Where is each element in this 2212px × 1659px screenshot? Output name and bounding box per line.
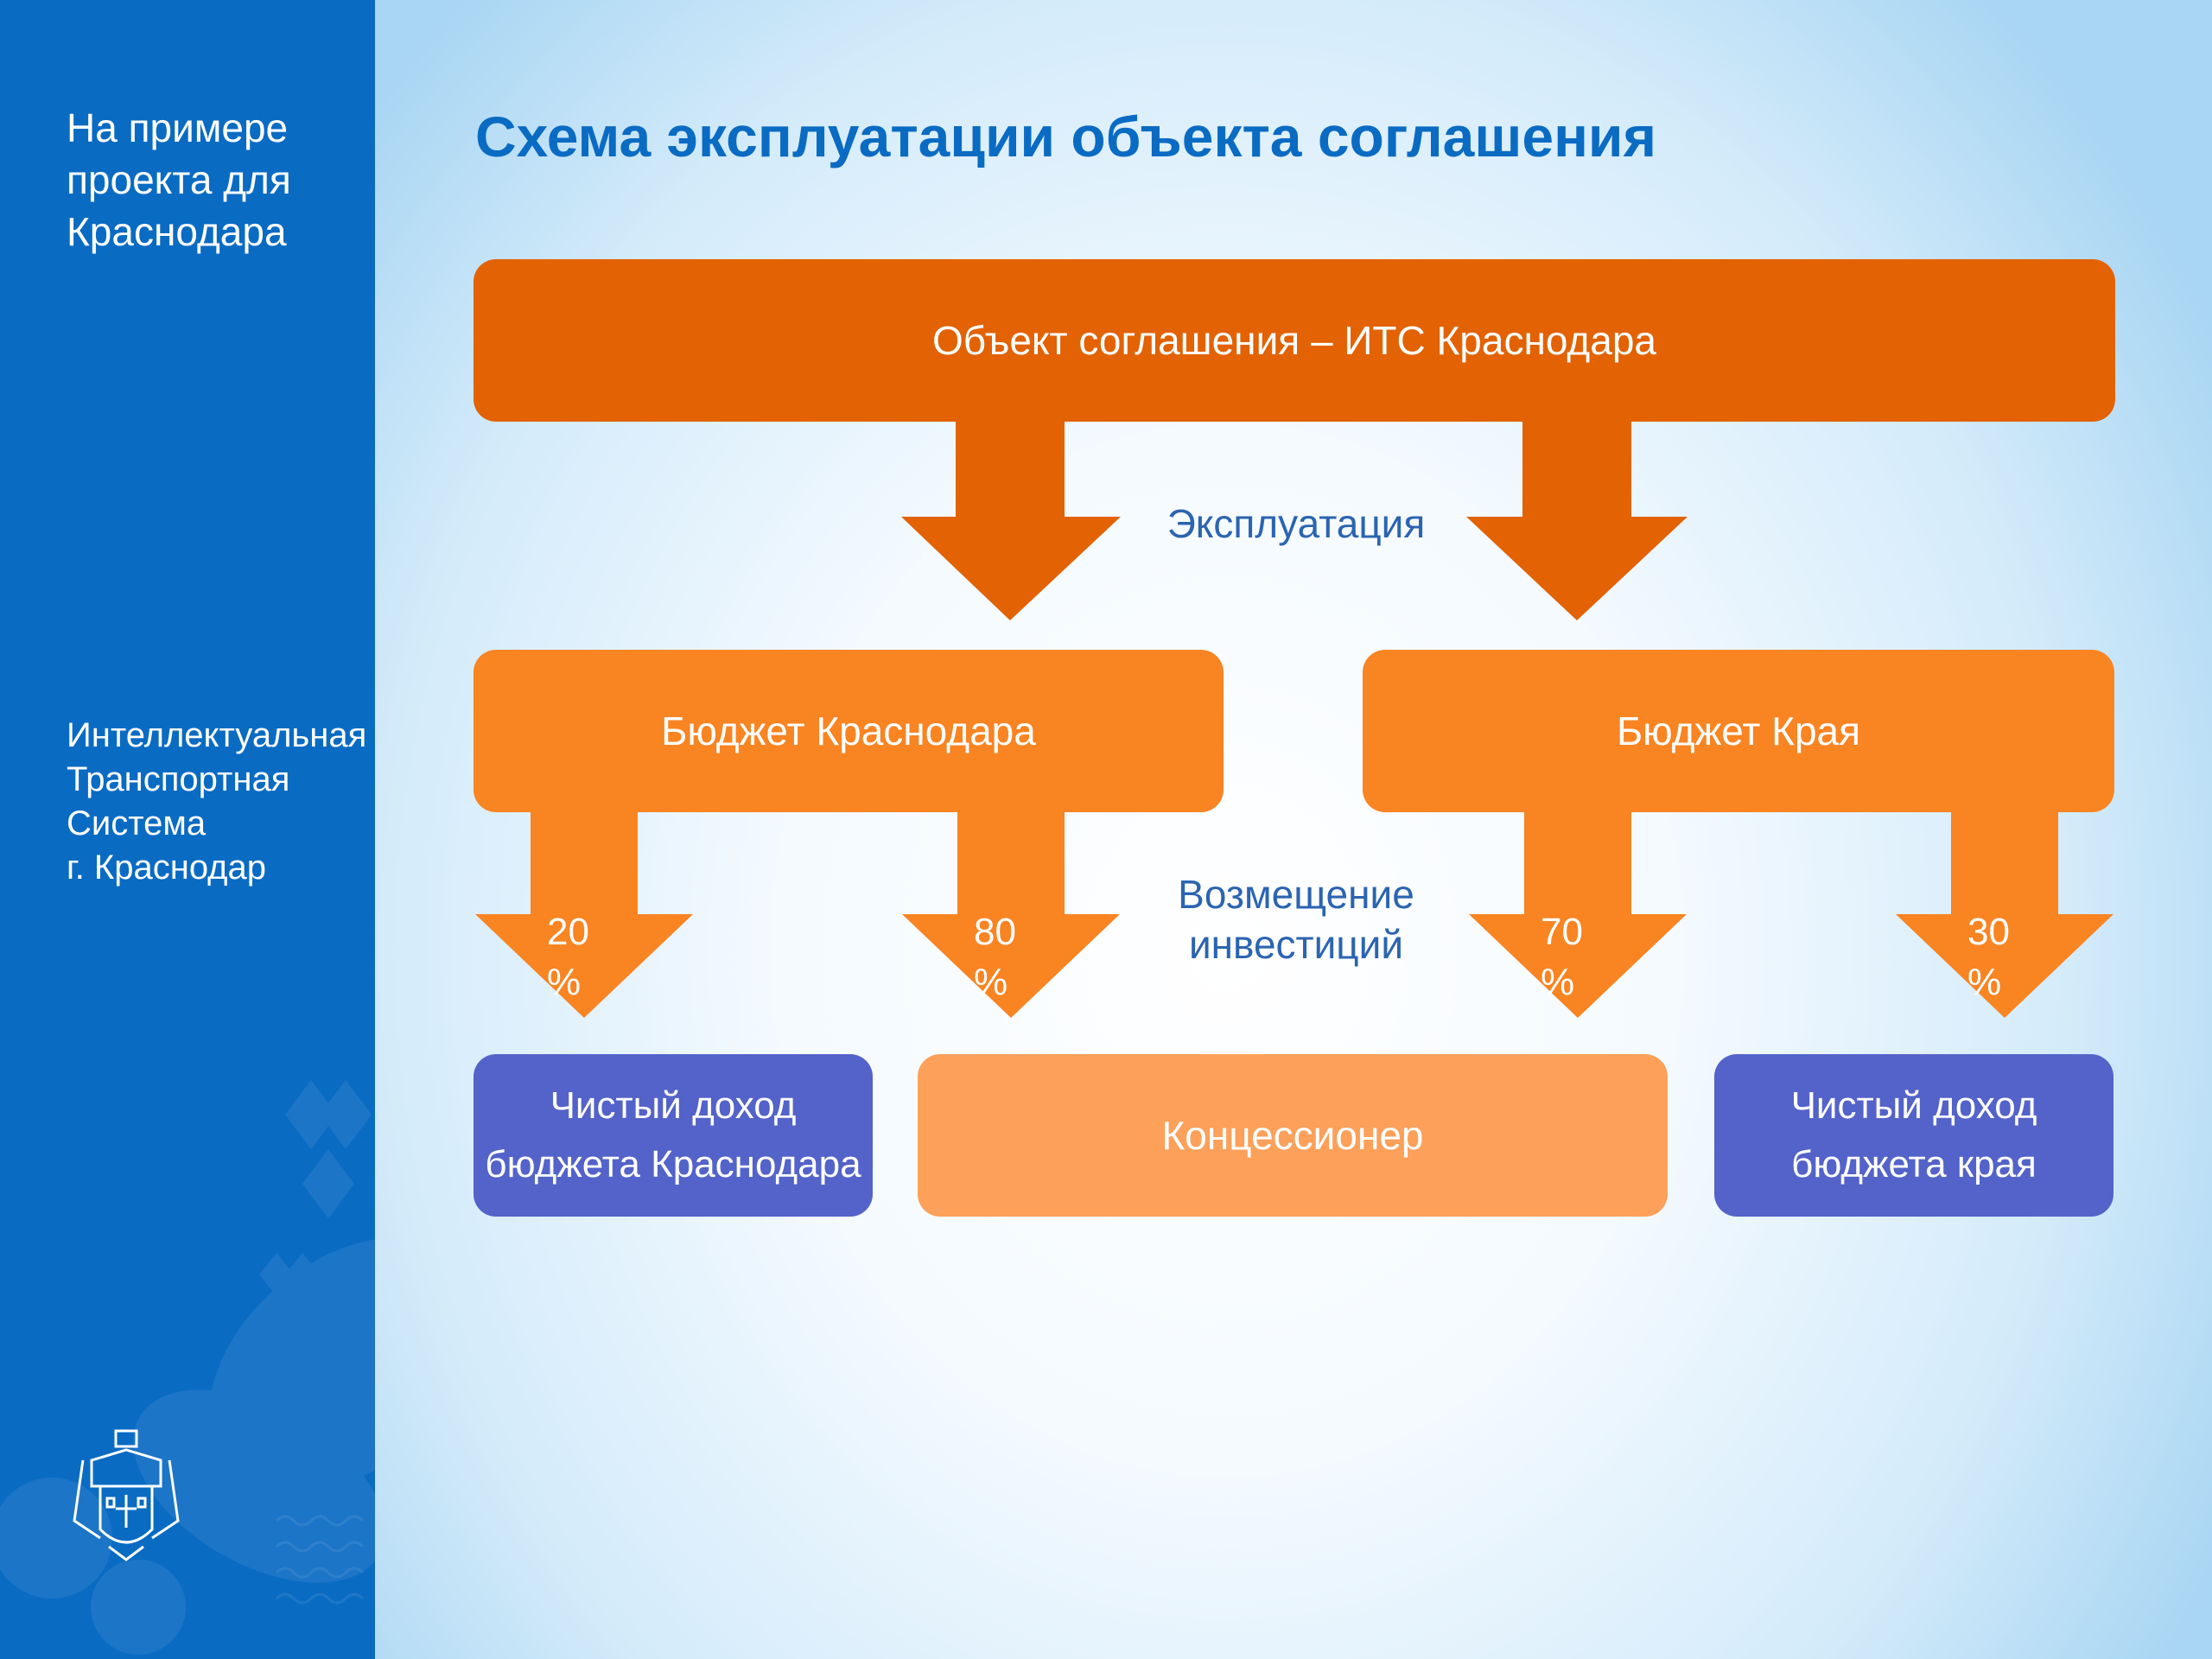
budget-region-box: Бюджет Края: [1363, 650, 2114, 812]
net-income-krasnodar-box: Чистый доход бюджета Краснодара: [474, 1054, 873, 1217]
percent-city-income: 20 %: [547, 911, 589, 1003]
percent-region-concession: 70 %: [1541, 911, 1583, 1003]
coat-of-arms-icon: [73, 1429, 180, 1561]
sidebar: На примере проекта для Краснодара Интелл…: [0, 0, 375, 1659]
exploitation-label: Эксплуатация: [1166, 501, 1426, 546]
net-income-region-box: Чистый доход бюджета края: [1714, 1054, 2113, 1217]
budget-krasnodar-box: Бюджет Краснодара: [474, 650, 1224, 812]
slide-title: Схема эксплуатации объекта соглашения: [475, 105, 1657, 168]
arrow-top-left: [901, 415, 1121, 620]
arrow-top-right: [1466, 415, 1688, 620]
arrow-city-right: [902, 804, 1120, 1018]
percent-city-concession: 80 %: [974, 911, 1016, 1003]
reimbursement-label: Возмещение инвестиций: [1178, 872, 1414, 967]
sidebar-decorative-pattern: [0, 1080, 375, 1655]
percent-region-income: 30 %: [1967, 911, 2010, 1003]
agreement-object-box: Объект соглашения – ИТС Краснодара: [474, 259, 2115, 422]
sidebar-heading: На примере проекта для Краснодара: [67, 105, 291, 254]
sidebar-description: Интеллектуальная Транспортная Система г.…: [67, 716, 367, 887]
concessionaire-box: Концессионер: [918, 1054, 1668, 1217]
arrow-city-left: [475, 804, 693, 1018]
arrow-region-right: [1896, 804, 2113, 1018]
arrow-region-left: [1469, 804, 1687, 1018]
